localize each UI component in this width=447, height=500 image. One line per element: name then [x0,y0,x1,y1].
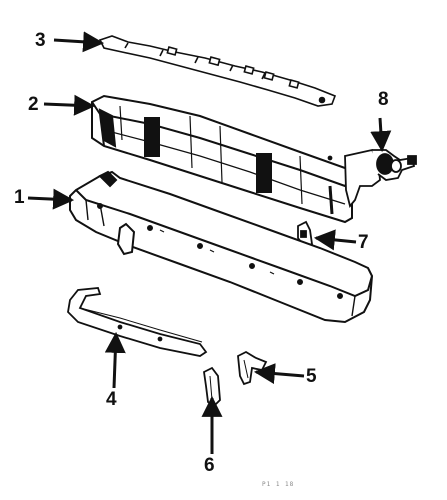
arrow-3 [53,31,105,53]
callout-8: 8 [378,89,389,110]
callout-7: 7 [358,232,369,253]
arrow-1 [27,188,75,210]
part-8-side-mount-bracket [329,118,417,206]
part-4-lower-molding [68,288,206,356]
figure-code: P1 1 18 [262,481,295,488]
arrow-7 [313,229,357,251]
leader-arrows [27,31,357,454]
callout-1: 1 [14,187,25,208]
arrow-4 [104,331,126,389]
part-1-bumper-cover [70,172,372,322]
callout-2: 2 [28,94,39,115]
arrow-2 [43,94,96,116]
arrow-5 [253,363,305,385]
part-7-small-bracket [298,222,312,246]
callout-5: 5 [306,366,317,387]
callout-6: 6 [204,455,215,476]
callout-4: 4 [106,389,117,410]
part-2-energy-absorber [92,96,352,222]
part-5-corner-bracket [238,352,266,384]
part-3-reinforcement-plate [100,36,335,106]
callout-3: 3 [35,30,46,51]
